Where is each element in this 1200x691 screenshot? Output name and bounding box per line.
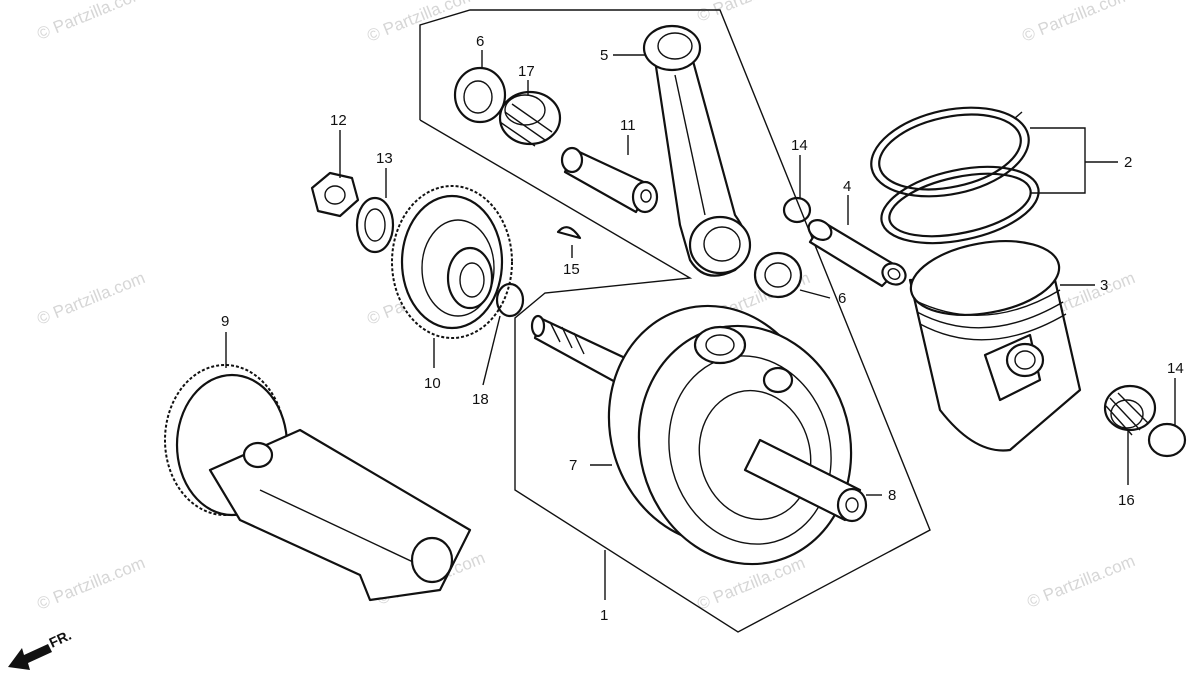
callout-18: 18 bbox=[472, 391, 489, 408]
primary-drive-gear bbox=[391, 185, 513, 339]
callout-15: 15 bbox=[563, 261, 580, 278]
callout-5: 5 bbox=[600, 47, 608, 64]
needle-bearing-upper bbox=[498, 90, 562, 147]
watermark: © Partzilla.com bbox=[34, 553, 147, 614]
callout-labels: 6 17 5 11 12 13 14 4 2 3 6 15 10 18 9 7 … bbox=[221, 33, 1184, 624]
callout-2: 2 bbox=[1124, 154, 1132, 171]
callout-14-upper: 14 bbox=[791, 137, 808, 154]
watermark: © Partzilla.com bbox=[1019, 0, 1132, 46]
callout-13: 13 bbox=[376, 150, 393, 167]
callout-6-lower: 6 bbox=[838, 290, 846, 307]
callout-6-upper: 6 bbox=[476, 33, 484, 50]
crank-pin bbox=[560, 146, 659, 214]
watermark: © Partzilla.com bbox=[694, 0, 807, 26]
assembly-group-outlines bbox=[419, 9, 931, 633]
circlip-upper bbox=[782, 196, 812, 224]
front-arrow-icon bbox=[8, 644, 52, 670]
callout-11: 11 bbox=[620, 117, 636, 134]
watermark: © Partzilla.com bbox=[1024, 551, 1137, 612]
callout-12: 12 bbox=[330, 112, 347, 129]
callout-7: 7 bbox=[569, 457, 577, 474]
balancer-shaft bbox=[164, 364, 472, 602]
connecting-rod bbox=[642, 24, 752, 277]
thrust-washer-lower bbox=[753, 251, 803, 299]
thrust-washer-upper bbox=[453, 66, 507, 124]
callout-17: 17 bbox=[518, 63, 535, 80]
callout-10: 10 bbox=[424, 375, 441, 392]
callout-9: 9 bbox=[221, 313, 229, 330]
callout-4: 4 bbox=[843, 178, 851, 195]
callout-16: 16 bbox=[1118, 492, 1135, 509]
callout-3: 3 bbox=[1100, 277, 1108, 294]
callout-8: 8 bbox=[888, 487, 896, 504]
watermark: © Partzilla.com bbox=[34, 0, 147, 44]
leader-lines bbox=[225, 50, 1176, 600]
circlip-lower bbox=[1147, 422, 1187, 458]
callout-1: 1 bbox=[600, 607, 608, 624]
lock-washer bbox=[355, 196, 395, 254]
woodruff-key bbox=[556, 226, 582, 240]
piston-rings bbox=[870, 106, 1040, 245]
callout-14-lower: 14 bbox=[1167, 360, 1184, 377]
watermark: © Partzilla.com bbox=[364, 0, 477, 46]
piston bbox=[908, 240, 1082, 452]
front-direction-label: FR. bbox=[47, 627, 74, 651]
crankshaft-assembly bbox=[530, 304, 868, 566]
front-direction-indicator: FR. bbox=[8, 627, 74, 670]
piston-pin bbox=[807, 219, 907, 288]
con-rod-group-outline bbox=[419, 9, 931, 633]
watermark: © Partzilla.com bbox=[34, 268, 147, 329]
needle-bearing-lower bbox=[1103, 384, 1157, 436]
hex-nut bbox=[310, 171, 360, 218]
o-ring bbox=[495, 282, 525, 318]
